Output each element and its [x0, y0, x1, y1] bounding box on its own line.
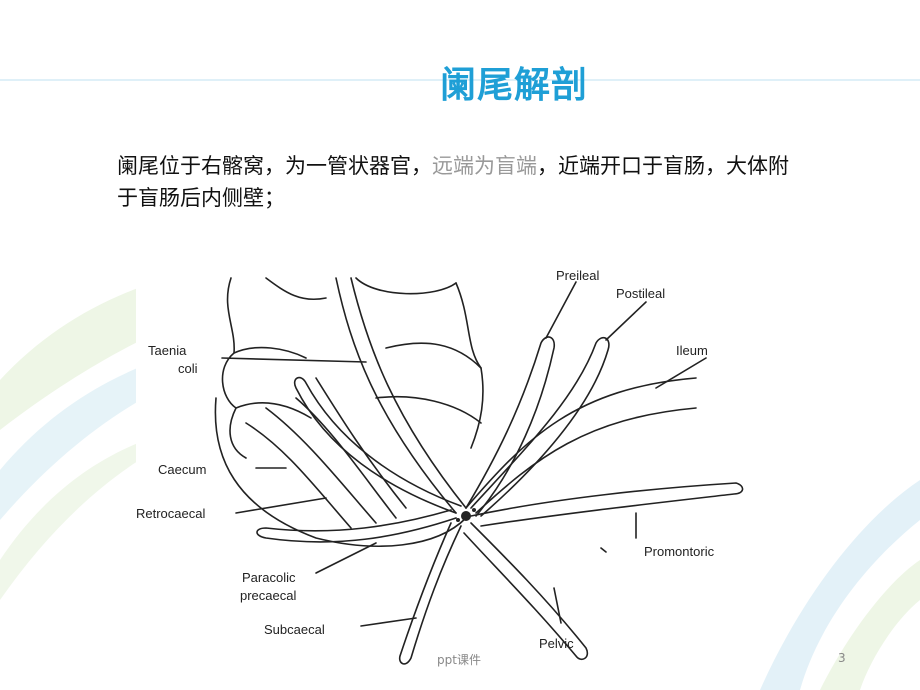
paracolic-appendix — [256, 509, 457, 543]
footer-text: ppt课件 — [437, 653, 481, 667]
label-paracolic: Paracolic — [242, 570, 296, 585]
label-promontoric: Promontoric — [644, 544, 715, 559]
diagram-drawing — [214, 277, 744, 665]
taenia-band — [335, 277, 457, 514]
label-caecum: Caecum — [158, 462, 207, 477]
subcaecal-appendix — [398, 522, 462, 665]
postileal-appendix — [470, 336, 610, 517]
label-precaecal: precaecal — [240, 588, 297, 603]
body-text-part2: ，近端开口于盲肠，大体附于盲肠后内侧壁； — [117, 154, 789, 210]
ileum-outline — [465, 377, 697, 509]
caecum-outline — [214, 397, 467, 547]
body-text-part1: 阑尾位于右髂窝，为一管状器官， — [117, 154, 432, 178]
slide-body-text: 阑尾位于右髂窝，为一管状器官，远端为盲端，近端开口于盲肠，大体附于盲肠后内侧壁； — [117, 150, 807, 214]
label-pelvic: Pelvic — [539, 636, 574, 651]
label-ileum: Ileum — [676, 343, 708, 358]
label-subcaecal: Subcaecal — [264, 622, 325, 637]
pelvic-appendix — [463, 522, 589, 660]
label-retrocaecal: Retrocaecal — [136, 506, 206, 521]
label-taenia: Taenia — [148, 343, 187, 358]
label-postileal: Postileal — [616, 286, 666, 301]
retrocaecal-appendix — [293, 376, 462, 514]
slide-title: 阑尾解剖 — [440, 65, 589, 106]
page-number: 3 — [838, 651, 846, 665]
label-coli: coli — [178, 361, 198, 376]
promontoric-appendix — [470, 482, 744, 527]
label-preileal: Preileal — [556, 268, 600, 283]
appendix-anatomy-diagram: Preileal Postileal Taenia coli Ileum Cae… — [136, 258, 758, 670]
colon-outline — [221, 277, 247, 459]
body-text-highlight: 远端为盲端 — [432, 154, 537, 178]
preileal-appendix — [465, 336, 556, 517]
